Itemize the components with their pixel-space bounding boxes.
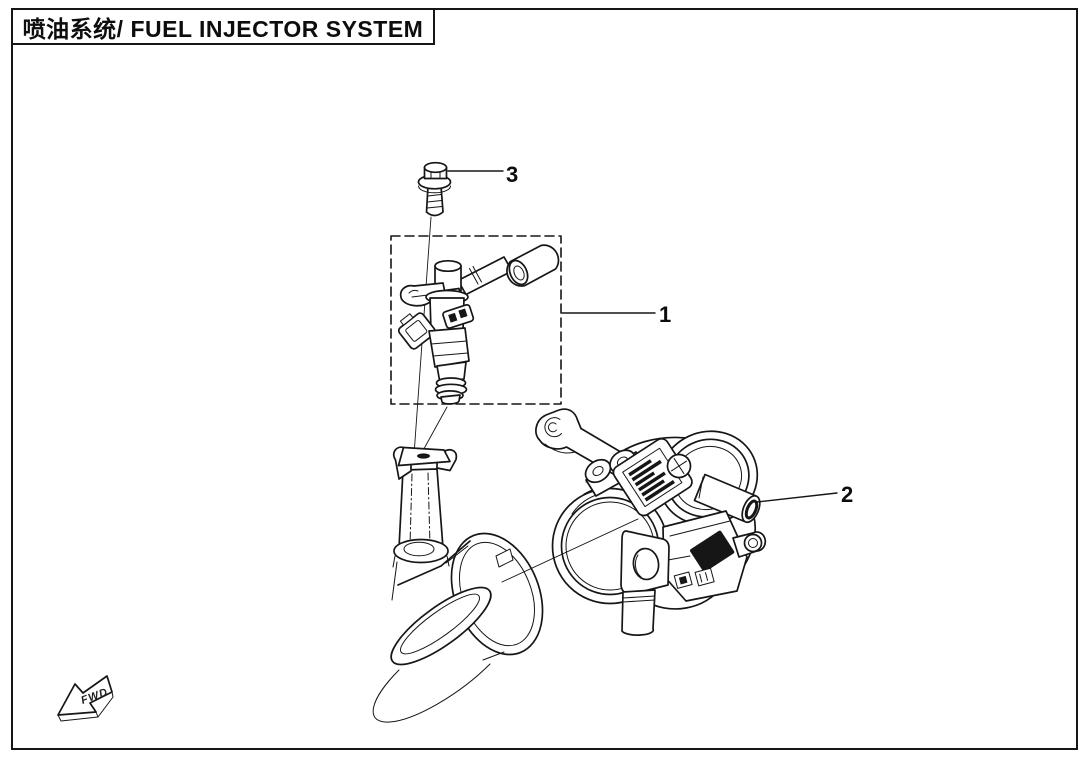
callout-1: 1	[659, 302, 671, 327]
sensor-screw-icon	[666, 453, 692, 479]
callout-3: 3	[506, 162, 518, 187]
intake-manifold-illustration	[372, 446, 544, 723]
connector-sockets	[673, 567, 715, 589]
title-box: 喷油系统/ FUEL INJECTOR SYSTEM	[11, 8, 435, 45]
flange-bolt-illustration	[417, 161, 452, 217]
throttle-body-illustration	[535, 408, 767, 636]
dashed-selection-box	[390, 235, 562, 405]
mating-leader-line	[501, 518, 639, 583]
fwd-arrow: FWD	[57, 675, 114, 722]
page-title: 喷油系统/ FUEL INJECTOR SYSTEM	[22, 15, 424, 42]
callout-2: 2	[841, 482, 853, 507]
callouts: 3 1 2	[447, 162, 853, 507]
fuel-injector-illustration	[397, 244, 560, 405]
fwd-label: FWD	[79, 686, 109, 707]
injector-connector-socket	[397, 312, 437, 350]
